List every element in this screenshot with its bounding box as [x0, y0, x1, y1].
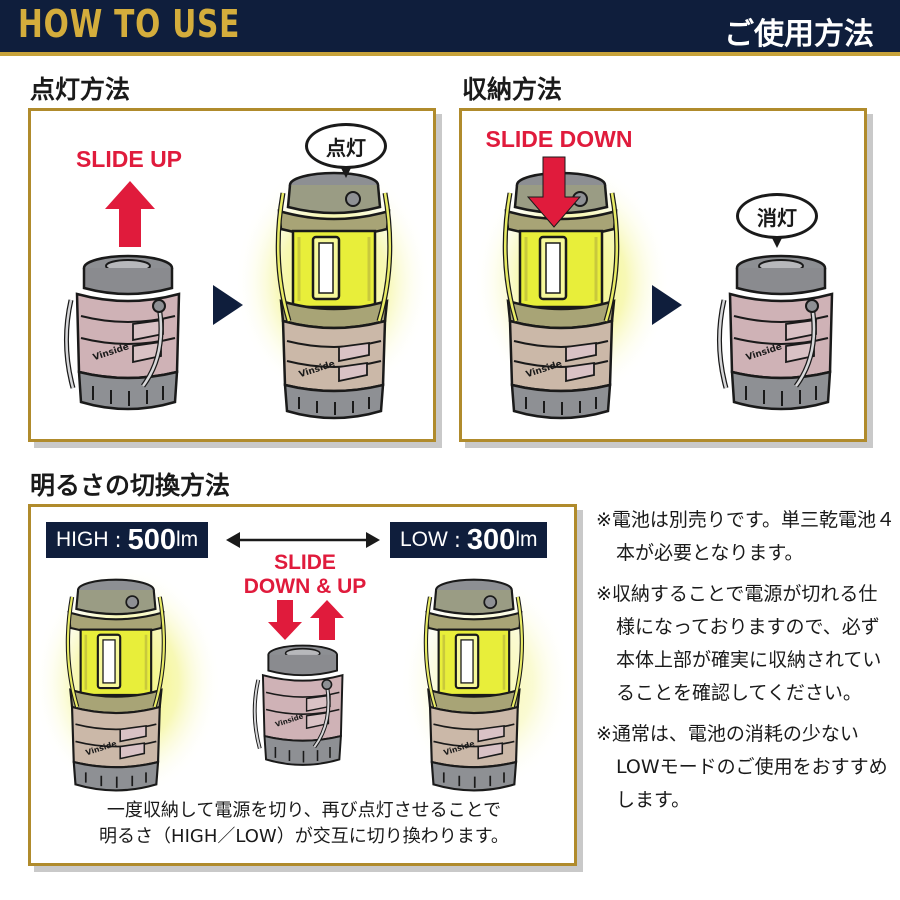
low-separator: :	[453, 528, 461, 552]
red-down-arrow-icon	[526, 156, 582, 228]
brightness-caption: 一度収納して電源を切り、再び点灯させることで 明るさ（HIGH／LOW）が交互に…	[44, 798, 564, 850]
navy-triangle-arrow-icon	[652, 285, 682, 325]
note-item: ※電池は別売りです。単三乾電池４本が必要となります。	[596, 509, 896, 564]
double-headed-arrow-icon	[226, 532, 380, 548]
header-subtitle: ご使用方法	[724, 17, 874, 52]
slide-down-and-up-label: SLIDE DOWN & UP	[230, 551, 380, 598]
brightness-section-title: 明るさの切換方法	[30, 471, 231, 500]
note-item: ※収納することで電源が切れる仕様になっておりますので、必ず本体上部が確実に収納さ…	[596, 583, 882, 704]
header-gold-rule	[0, 52, 900, 56]
lantern-high-mode	[60, 578, 190, 834]
speech-bubble-light-off: 消灯	[736, 193, 818, 248]
low-level-label: LOW	[400, 528, 448, 551]
storage-section-title: 収納方法	[462, 75, 563, 104]
lantern-extended-lit	[269, 171, 399, 427]
light-on-section-title: 点灯方法	[30, 75, 131, 104]
slide-down-label: SLIDE DOWN	[485, 126, 633, 152]
slide-up-label: SLIDE UP	[75, 146, 183, 172]
slide-label-line1: SLIDE	[274, 551, 336, 574]
low-lumen-value: 300	[466, 523, 516, 556]
low-brightness-badge: LOW : 300 lm	[390, 522, 548, 558]
red-up-arrow-icon	[105, 181, 155, 247]
lantern-collapsed	[63, 254, 193, 416]
high-lumen-unit: lm	[175, 528, 199, 551]
storage-panel: SLIDE DOWN 消灯	[459, 108, 867, 442]
high-level-label: HIGH	[56, 528, 109, 551]
lantern-collapsed-middle	[252, 643, 345, 767]
low-lumen-unit: lm	[515, 528, 538, 551]
note-item: ※通常は、電池の消耗の少ないLOWモードのご使用をおすすめします。	[596, 723, 888, 811]
bubble-text-light-on: 点灯	[326, 135, 366, 160]
notes-list: ※電池は別売りです。単三乾電池４本が必要となります。 ※収納することで電源が切れ…	[596, 504, 896, 825]
speech-bubble-light-on: 点灯	[305, 123, 387, 178]
slide-label-line2: DOWN & UP	[243, 574, 367, 598]
high-separator: :	[114, 528, 122, 552]
high-brightness-badge: HIGH : 500 lm	[46, 522, 209, 558]
bubble-text-light-off: 消灯	[757, 205, 797, 230]
speech-bubble-tail-icon	[340, 166, 352, 178]
light-on-panel: SLIDE UP 点灯	[28, 108, 436, 442]
high-lumen-value: 500	[127, 523, 176, 556]
header-title: HOW TO USE	[18, 2, 241, 46]
page-header: HOW TO USE ご使用方法	[0, 0, 900, 52]
caption-line-1: 一度収納して電源を切り、再び点灯させることで	[106, 800, 502, 821]
lantern-low-mode	[418, 578, 548, 834]
red-down-up-arrows-icon	[268, 600, 344, 640]
caption-line-2: 明るさ（HIGH／LOW）が交互に切り換わります。	[99, 826, 509, 847]
speech-bubble-tail-icon	[771, 236, 783, 248]
lantern-collapsed	[716, 254, 846, 416]
